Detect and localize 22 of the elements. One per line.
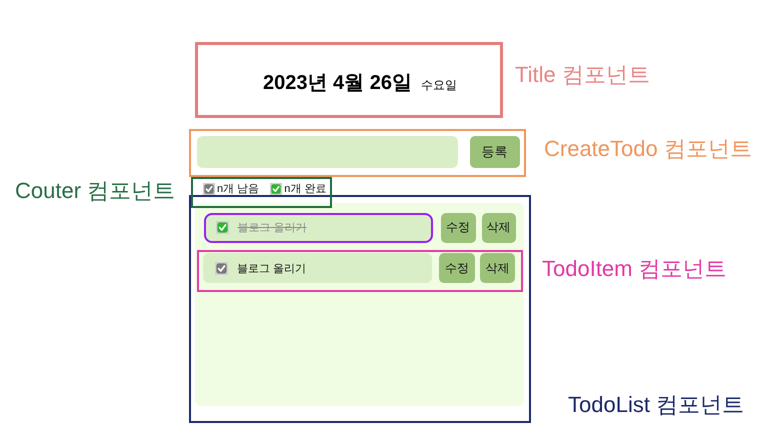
date-heading: 2023년 4월 26일: [263, 71, 412, 96]
todo-item: [204, 212, 432, 242]
todo-text: 블로그 올리기: [237, 262, 306, 276]
todo-item: [203, 253, 432, 283]
component-label: TodoItem 컴포넌트: [542, 256, 727, 282]
component-label: TodoList 컴포넌트: [568, 392, 744, 418]
component-label: Title 컴포넌트: [515, 62, 650, 88]
component-label: Couter 컴포넌트: [15, 178, 176, 204]
count-text: n개 남음: [217, 182, 260, 196]
edit-button: 수정: [440, 212, 476, 242]
count-text: n개 완료: [284, 182, 326, 196]
delete-button: 삭제: [480, 253, 515, 283]
weekday-text: 수요일: [420, 77, 457, 94]
edit-button: 수정: [439, 253, 475, 283]
submit-button: 등록: [470, 136, 520, 168]
outline-box: [189, 129, 526, 177]
component-label: CreateTodo 컴포넌트: [544, 136, 752, 162]
title-box: [195, 42, 503, 118]
todo-text: 블로그 올리기: [238, 221, 307, 235]
outline-box: [196, 250, 522, 292]
delete-button: 삭제: [482, 212, 516, 242]
input-field: [196, 136, 458, 168]
